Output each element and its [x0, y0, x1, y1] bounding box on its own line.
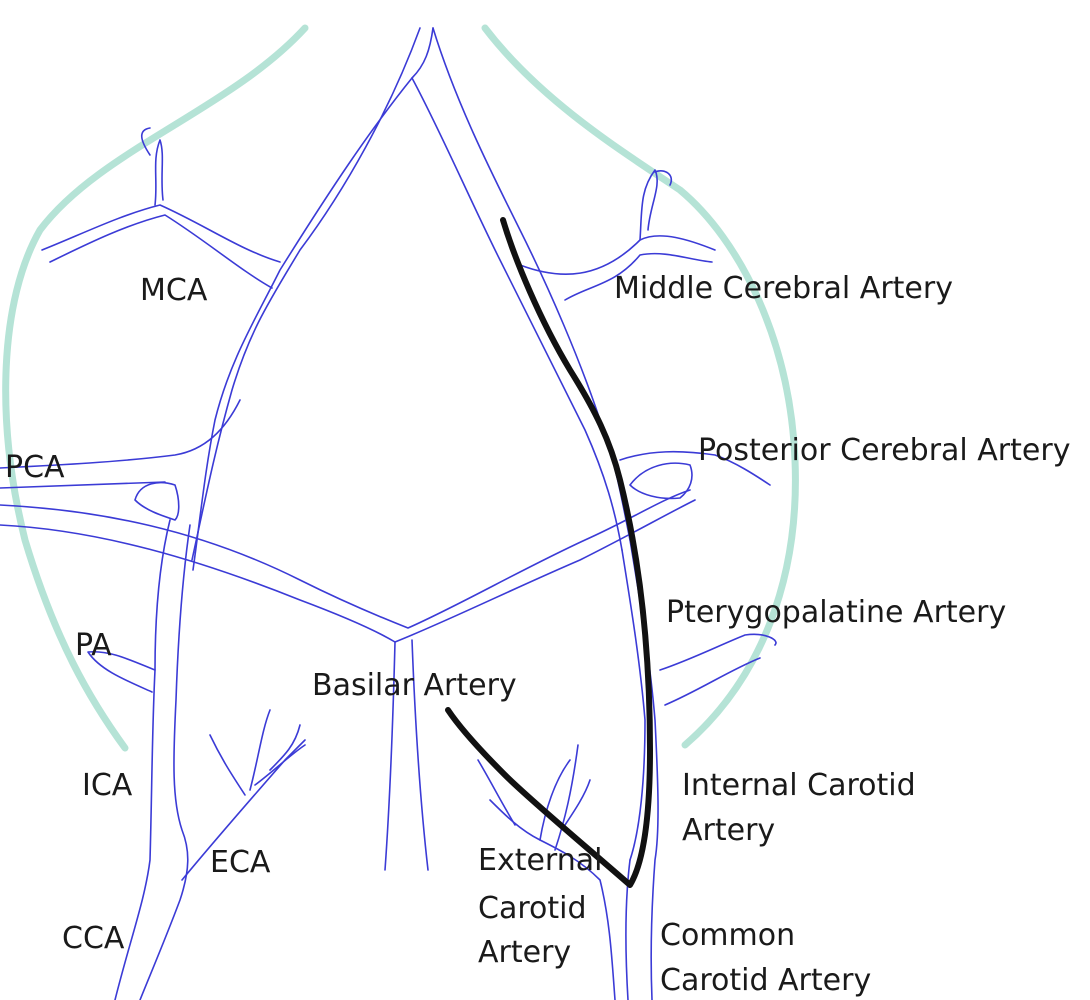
- label-pterygopalatine-artery: Pterygopalatine Artery: [666, 595, 1006, 630]
- left-pcomm-loop: [135, 483, 179, 520]
- label-external-carotid-line1: External: [478, 843, 602, 878]
- label-common-carotid-line1: Common: [660, 918, 795, 953]
- right-pterygopalatine-outer: [665, 658, 760, 705]
- left-ica-vessel-b: [140, 525, 190, 1000]
- label-mca: MCA: [140, 273, 208, 308]
- catheter-path: [448, 220, 650, 885]
- label-posterior-cerebral-artery: Posterior Cerebral Artery: [698, 433, 1070, 468]
- label-basilar-artery: Basilar Artery: [312, 668, 517, 703]
- right-mca-vessel: [520, 236, 715, 274]
- transverse-vessel-lower: [0, 500, 695, 642]
- brain-outline-right: [485, 28, 795, 745]
- labels: MCA PCA PA ICA ECA CCA Basilar Artery Mi…: [5, 271, 1070, 998]
- label-internal-carotid-line1: Internal Carotid: [682, 768, 916, 803]
- left-mca-vessel: [42, 205, 280, 262]
- transverse-vessel-upper: [0, 490, 690, 628]
- anterior-left-vessel: [192, 28, 420, 560]
- label-middle-cerebral-artery: Middle Cerebral Artery: [614, 271, 953, 306]
- label-pa: PA: [75, 628, 112, 663]
- anterior-left-vessel-inner: [193, 28, 433, 570]
- label-eca: ECA: [210, 845, 271, 880]
- label-internal-carotid-line2: Artery: [682, 813, 775, 848]
- label-external-carotid-line3: Artery: [478, 935, 571, 970]
- anterior-right-vessel-inner: [412, 78, 622, 550]
- label-pca: PCA: [5, 450, 65, 485]
- label-common-carotid-line2: Carotid Artery: [660, 963, 871, 998]
- left-eca-fan: [210, 710, 305, 795]
- label-external-carotid-line2: Carotid: [478, 891, 587, 926]
- label-cca: CCA: [62, 921, 125, 956]
- label-ica: ICA: [82, 768, 133, 803]
